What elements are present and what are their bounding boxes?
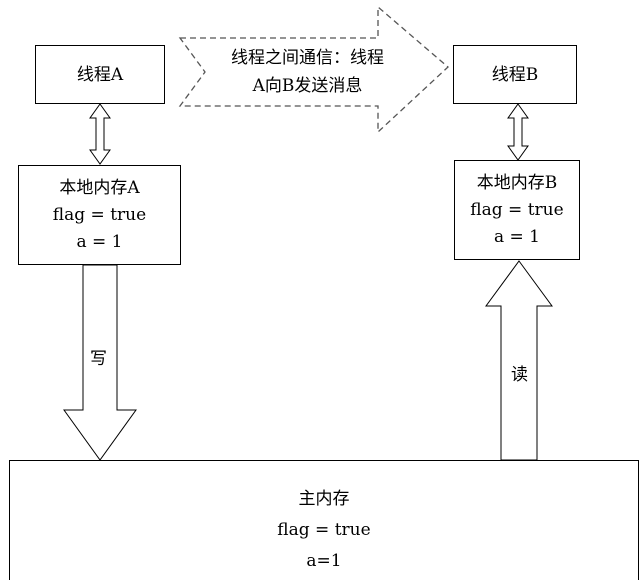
thread-a-double-arrow bbox=[89, 103, 111, 165]
local-memory-b-title: 本地内存B bbox=[476, 172, 558, 193]
message-arrow bbox=[178, 5, 449, 134]
local-memory-a-title: 本地内存A bbox=[59, 177, 140, 198]
local-memory-a-box: 本地内存A flag = true a = 1 bbox=[18, 165, 181, 265]
message-line-2: A向B发送消息 bbox=[252, 76, 363, 96]
thread-a-box: 线程A bbox=[35, 45, 165, 104]
main-memory-value: a=1 bbox=[306, 551, 342, 571]
thread-b-box: 线程B bbox=[453, 45, 577, 104]
thread-a-label: 线程A bbox=[76, 64, 124, 85]
thread-b-double-arrow bbox=[507, 103, 529, 161]
local-memory-a-flag: flag = true bbox=[52, 204, 147, 225]
local-memory-b-value: a = 1 bbox=[493, 226, 540, 247]
thread-b-label: 线程B bbox=[491, 64, 539, 85]
write-arrow bbox=[63, 264, 137, 461]
message-line-1: 线程之间通信：线程 bbox=[231, 48, 384, 68]
read-label: 读 bbox=[511, 365, 528, 385]
write-label: 写 bbox=[90, 349, 107, 369]
main-memory-title: 主内存 bbox=[298, 489, 350, 509]
main-memory-box: 主内存 flag = true a=1 bbox=[9, 460, 639, 580]
local-memory-b-flag: flag = true bbox=[470, 199, 564, 220]
local-memory-a-value: a = 1 bbox=[76, 231, 123, 252]
main-memory-flag: flag = true bbox=[277, 520, 371, 540]
local-memory-b-box: 本地内存B flag = true a = 1 bbox=[454, 160, 580, 260]
message-text: 线程之间通信：线程 A向B发送消息 bbox=[200, 44, 415, 100]
